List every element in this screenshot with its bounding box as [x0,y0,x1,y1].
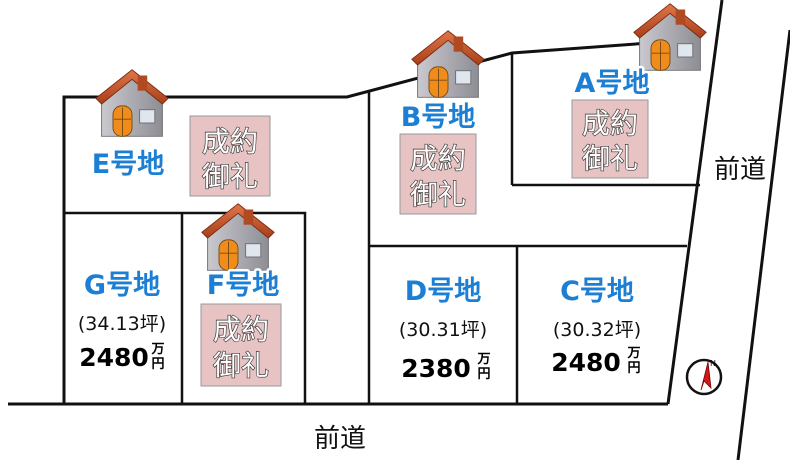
lot-g-unit-man: 万 [150,342,164,357]
lot-b[interactable]: B号地 成約 御礼 [398,100,478,215]
lot-d-unit-yen: 円 [477,367,490,382]
lot-c-unit-yen: 円 [627,361,640,376]
sold-badge: 成約 御礼 [200,303,282,387]
lot-g-price: 2480 [79,343,149,372]
sold-badge-line1: 成約 [202,125,258,158]
house-icon [411,30,485,98]
lot-c-unit-man: 万 [626,346,640,361]
lot-c-price: 2480 [551,348,621,377]
e-lot-south-boundary [64,211,307,404]
sold-badge-line2: 御礼 [213,349,269,382]
road-label-south: 前道 [314,424,366,454]
lot-a-label: A号地 [575,68,650,99]
north-boundary [62,38,691,404]
lot-c-label: C号地 [560,276,634,307]
lot-e[interactable]: E号地 成約 御礼 [89,115,271,197]
compass-north-label: N [710,359,716,368]
east-lot-line [666,0,724,405]
lot-d-area: (30.31坪) [399,319,487,341]
lot-a[interactable]: A号地 成約 御礼 [571,66,652,179]
sold-badge: 成約 御礼 [189,115,271,197]
compass-icon: N [685,358,723,396]
house-icon [633,3,707,71]
sold-badge-line2: 御礼 [202,160,258,193]
lot-boundaries [8,0,790,460]
lot-d-price: 2380 [401,354,471,383]
lot-f[interactable]: F号地 成約 御礼 [200,268,282,387]
lot-c-area: (30.32坪) [553,319,641,341]
sold-badge: 成約 御礼 [571,99,649,179]
lot-e-label: E号地 [92,149,164,180]
sold-badge-line2: 御礼 [410,178,466,211]
sold-badge-line1: 成約 [582,107,638,140]
house-icon [95,69,169,137]
lot-d[interactable]: D号地 (30.31坪) 2380 万 円 [399,274,491,384]
sold-badge-line2: 御礼 [582,142,638,175]
lot-g[interactable]: G号地 (34.13坪) 2480 万 円 [78,268,166,373]
sold-badge-line1: 成約 [410,142,466,175]
lot-f-label: F号地 [207,270,279,301]
lot-d-unit-man: 万 [476,352,490,367]
east-road-edge [736,29,790,460]
sold-badge-line1: 成約 [213,313,269,346]
road-label-east: 前道 [714,155,766,185]
lot-c[interactable]: C号地 (30.32坪) 2480 万 円 [551,274,641,378]
sold-badge: 成約 御礼 [399,133,477,215]
lot-b-label: B号地 [401,102,476,133]
lot-d-label: D号地 [405,276,481,307]
lot-g-unit-yen: 円 [151,357,164,372]
lot-g-label: G号地 [84,270,160,301]
lot-g-area: (34.13坪) [78,313,166,335]
